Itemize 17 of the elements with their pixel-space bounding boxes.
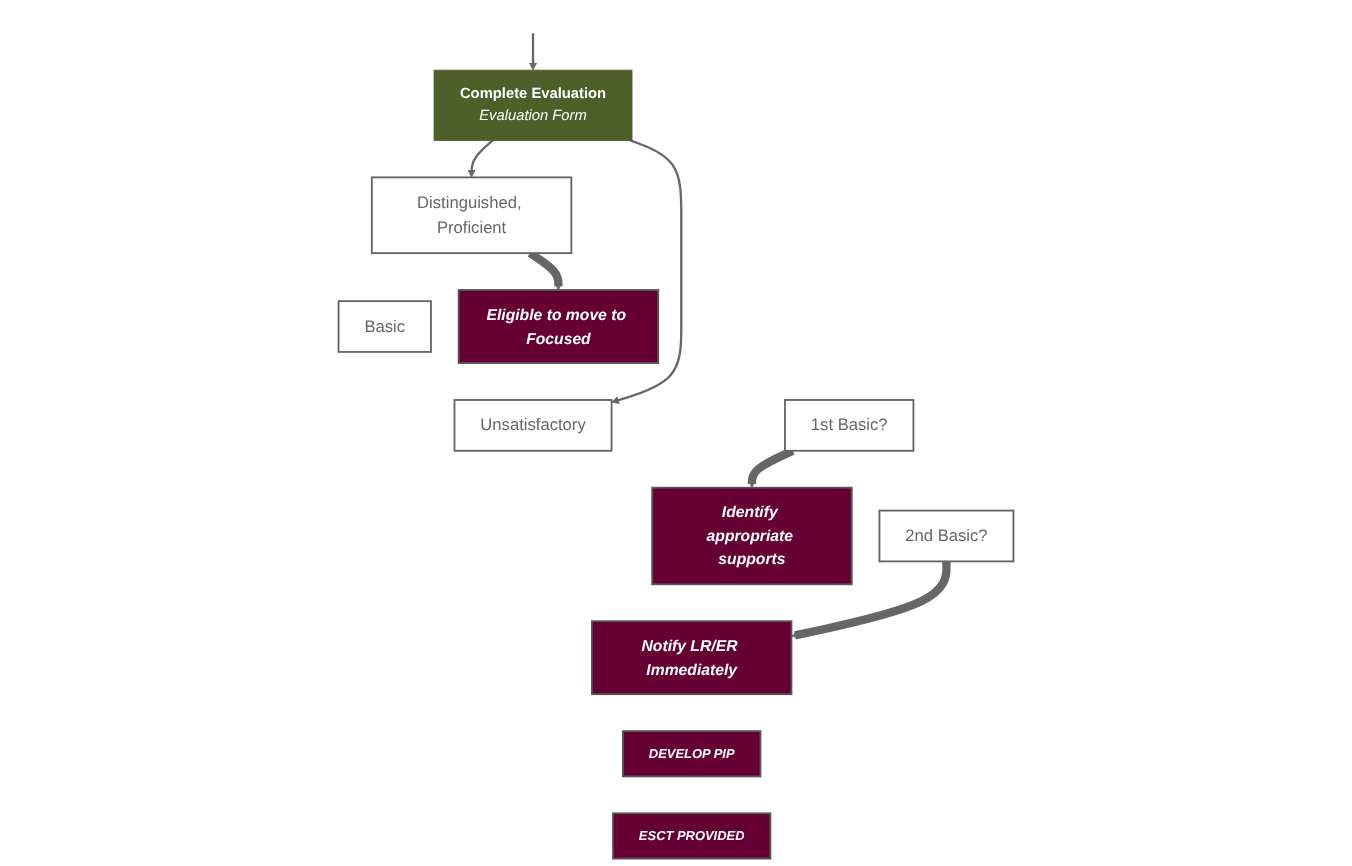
arrow [791,561,951,640]
arrow [611,139,683,404]
node-box [591,620,793,696]
node-box [370,176,573,255]
node-box [337,300,432,353]
node-box [622,730,762,778]
node-box [612,812,772,860]
node-box [433,69,633,141]
arrow [467,139,494,178]
arrow [747,447,795,489]
arrow [527,249,563,291]
node-box [453,399,613,452]
node-box [651,486,853,586]
node-box [784,399,915,452]
arrow [528,33,538,71]
node-box [878,509,1015,563]
node-box [457,289,660,364]
